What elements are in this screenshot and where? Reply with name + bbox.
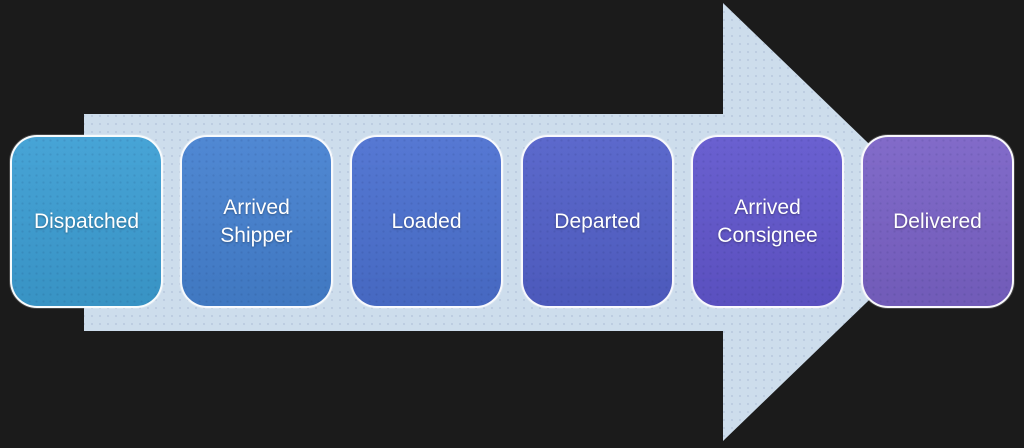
stage-delivered: Delivered xyxy=(861,135,1014,308)
stage-label: Arrived Shipper xyxy=(220,196,293,247)
stage-label: Loaded xyxy=(391,209,462,233)
stage-dispatched: Dispatched xyxy=(10,135,163,308)
stage-label: Delivered xyxy=(893,209,982,233)
stage-label: Dispatched xyxy=(33,209,140,233)
stage-arrived-consignee: Arrived Consignee xyxy=(691,135,844,308)
stage-label: Arrived Consignee xyxy=(717,196,818,247)
stage-label: Departed xyxy=(554,209,641,233)
stage-loaded: Loaded xyxy=(350,135,503,308)
stage-departed: Departed xyxy=(521,135,674,308)
stage-arrived-shipper: Arrived Shipper xyxy=(180,135,333,308)
